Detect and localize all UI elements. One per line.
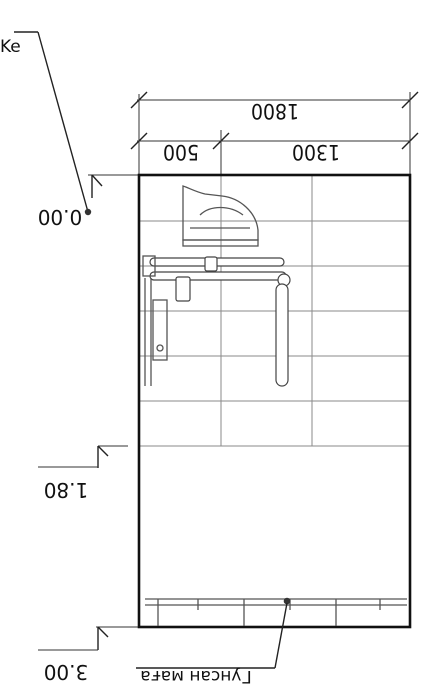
top-leader-line	[37, 31, 89, 213]
level-bottom-arrow	[97, 626, 109, 638]
bottom-annotation: Гунсан маға	[136, 602, 288, 686]
right-segment-dim-text: 1300	[292, 140, 340, 164]
bottom-annotation-label: Гунсан маға	[140, 666, 252, 686]
level-marker-bottom: 3.00	[38, 626, 139, 684]
level-top-text: 0.00	[38, 205, 83, 229]
wall-elevation	[137, 173, 412, 629]
tile-grid	[139, 175, 410, 447]
level-middle-text: 1.80	[44, 478, 89, 502]
floor-rail	[145, 597, 407, 626]
dimension-chain: 1800 500 1300	[130, 91, 419, 175]
toilet-fixture	[182, 185, 259, 247]
level-middle-arrow	[97, 445, 109, 457]
level-bottom-text: 3.00	[44, 660, 89, 684]
wall-outline	[137, 173, 412, 629]
top-leader-dot	[84, 208, 92, 216]
bottom-leader-line	[274, 602, 288, 669]
side-fixture	[142, 255, 168, 386]
left-segment-dim-text: 500	[163, 140, 199, 164]
level-marker-top: 0.00	[38, 174, 139, 229]
overall-dim-text: 1800	[251, 99, 299, 123]
grab-bars	[149, 256, 291, 387]
top-annotation: Ke	[0, 31, 92, 216]
level-marker-middle: 1.80	[38, 445, 128, 502]
level-top-arrow	[91, 174, 103, 187]
top-annotation-label: Ke	[0, 37, 21, 57]
